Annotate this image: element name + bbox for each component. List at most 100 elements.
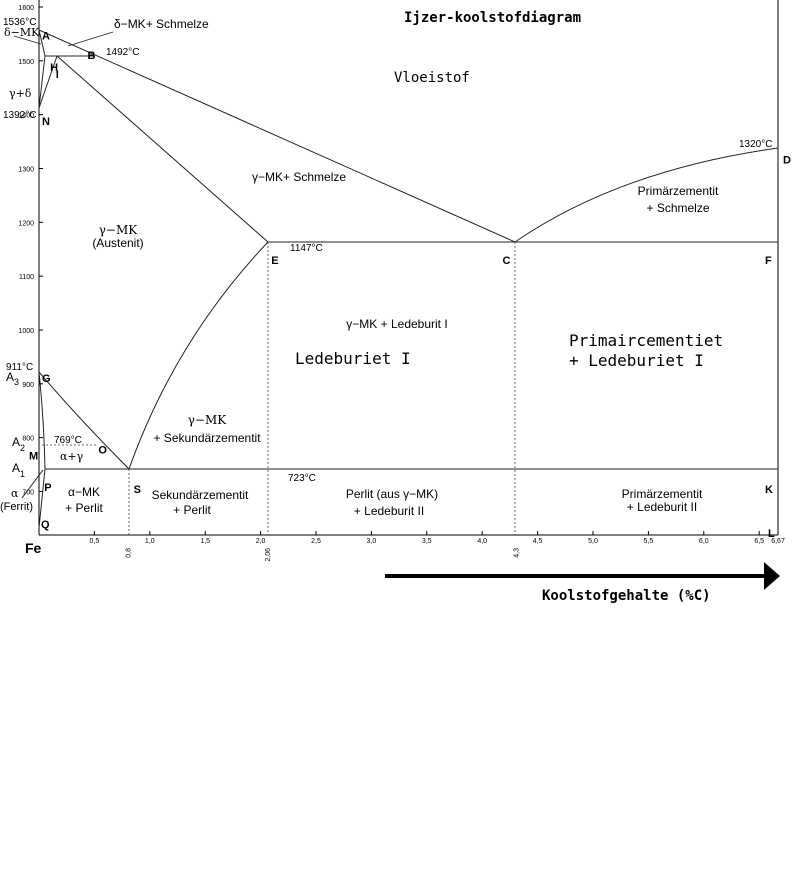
x-tick-label: 5,5 [644, 538, 654, 545]
point-label-h: H [50, 62, 58, 74]
y-tick-label: 1600 [18, 5, 34, 12]
a3-label: A [6, 370, 14, 384]
x-tick-label: 4,5 [533, 538, 543, 545]
a3-sub-label: 3 [14, 377, 19, 387]
y-tick-label: 1000 [18, 328, 34, 335]
line-p-q [38, 468, 46, 529]
line-e-s-acm [128, 241, 269, 470]
point-label-q: Q [41, 519, 50, 531]
temp-label-1536: 1536°C [3, 17, 36, 28]
region-gamma-ledeburit: γ−MK + Ledeburit I [346, 317, 447, 331]
x-special-tick-label: 4,3 [513, 548, 520, 558]
region-gamma-sek-line1: γ−MK [188, 413, 228, 427]
point-label-g: G [42, 373, 51, 385]
point-label-o: O [98, 444, 107, 456]
region-primar-schmelze-line1: Primärzementit [638, 184, 719, 198]
diagram-title: Ijzer-koolstofdiagram [404, 10, 582, 26]
line-c-d-liquidus [514, 147, 779, 243]
gamma-delta-label: γ+δ [9, 87, 32, 100]
point-label-k: K [765, 484, 773, 496]
pointer-line [67, 31, 114, 47]
y-tick-label: 900 [22, 382, 34, 389]
alpha-gamma-label: α+γ [60, 450, 84, 463]
a1-sub-label: 1 [20, 469, 25, 479]
region-delta-schmelze: δ−MK+ Schmelze [114, 17, 209, 31]
region-primaircementiet-line2: + Ledeburiet I [569, 351, 704, 370]
x-tick-label: 6,0 [699, 538, 709, 545]
x-tick-label: 1,0 [145, 538, 155, 545]
region-prim-led2-line2: + Ledeburit II [627, 500, 697, 514]
point-label-s: S [134, 484, 141, 496]
a1-label: A [12, 461, 20, 475]
point-label-m: M [29, 450, 38, 462]
x-special-tick-label: 2,06 [265, 548, 272, 562]
point-label-d: D [783, 155, 791, 167]
point-label-c: C [502, 255, 510, 267]
temp-label-1492: 1492°C [106, 47, 139, 58]
temp-label-911: 911°C [6, 362, 33, 373]
temp-label-1392: 1392°C [3, 110, 36, 121]
x-tick-label: 3,5 [422, 538, 432, 545]
y-tick-label: 1500 [18, 59, 34, 66]
line-g-s-a3 [38, 371, 130, 470]
x-axis-arrow-head [764, 562, 780, 590]
region-prim-led2-line1: Primärzementit [622, 487, 703, 501]
line-a-h [38, 29, 46, 57]
point-label-e: E [271, 255, 278, 267]
alpha-label: α [11, 487, 19, 500]
line-i-e-solidus [56, 55, 269, 243]
region-primaircementiet-line1: Primaircementiet [569, 331, 723, 350]
x-axis-title: Koolstofgehalte (%C) [542, 588, 711, 604]
side-labels: δ−MK γ+δ α+γ α (Ferrit) A 3 A 2 A 1 [0, 26, 84, 513]
y-tick-label: 1300 [18, 166, 34, 173]
y-tick-label: 1400 [18, 113, 34, 120]
a2-sub-label: 2 [20, 443, 25, 453]
alpha-pointer-line [21, 469, 44, 499]
temp-label-1147: 1147°C [290, 243, 323, 254]
x-tick-label: 4,0 [477, 538, 487, 545]
delta-pointer-line [13, 35, 42, 45]
line-i-n [38, 55, 58, 109]
region-alpha-perlit-line2: + Perlit [65, 501, 103, 515]
region-sek-perlit-line1: Sekundärzementit [152, 488, 249, 502]
y-tick-label: 800 [22, 436, 34, 443]
ferrit-label: (Ferrit) [0, 501, 33, 513]
region-perlit-led-line1: Perlit (aus γ−MK) [346, 487, 438, 501]
y-tick-label: 1100 [19, 274, 34, 281]
line-h-n [38, 55, 46, 109]
region-gamma-schmelze: γ−MK+ Schmelze [252, 170, 346, 184]
x-tick-label: 0,5 [90, 538, 100, 545]
point-label-p: P [44, 482, 51, 494]
temp-label-769: 769°C [54, 435, 82, 446]
region-austenit: (Austenit) [92, 236, 143, 250]
x-special-tick-label: 0,8 [126, 548, 133, 558]
x-tick-label: 6,67 [771, 538, 785, 545]
delta-mk-label: δ−MK [4, 26, 40, 39]
region-gamma-sek-line2: + Sekundärzementit [153, 431, 261, 445]
temperature-labels: 1536°C 1492°C 1392°C 1320°C 1147°C 911°C… [3, 17, 772, 484]
region-ledeburiet: Ledeburiet I [295, 349, 411, 368]
x-tick-label: 1,5 [200, 538, 210, 545]
point-label-l: L [768, 528, 775, 540]
point-label-a: A [42, 30, 50, 42]
y-tick-label: 700 [22, 489, 34, 496]
temp-label-1320: 1320°C [739, 139, 772, 150]
a2-label: A [12, 435, 20, 449]
x-tick-label: 3,0 [367, 538, 377, 545]
point-label-b: B [88, 50, 96, 62]
x-tick-label: 2,5 [311, 538, 321, 545]
point-label-f: F [765, 255, 772, 267]
line-a-c-liquidus [38, 29, 516, 243]
region-alpha-perlit-line1: α−MK [68, 485, 100, 499]
temp-label-723: 723°C [288, 473, 316, 484]
region-vloeistof: Vloeistof [394, 70, 470, 86]
x-tick-label: 5,0 [588, 538, 598, 545]
line-g-p [38, 371, 46, 470]
fe-origin-label: Fe [25, 540, 42, 556]
region-perlit-led-line2: + Ledeburit II [354, 504, 424, 518]
x-tick-label: 2,0 [256, 538, 266, 545]
